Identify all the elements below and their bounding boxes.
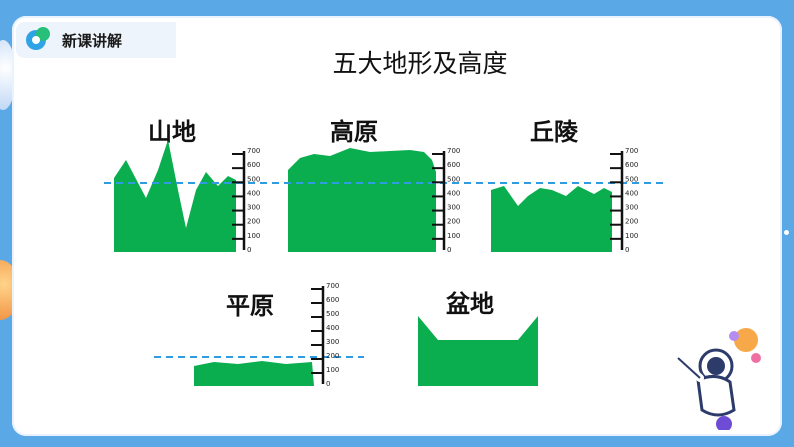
scale-tick-label: 100 bbox=[247, 232, 260, 240]
scale-tick-label: 200 bbox=[447, 218, 460, 226]
scale-mountain: 700 600 500 400 300 200 100 0 bbox=[232, 147, 260, 254]
label-mountain: 山地 bbox=[148, 118, 196, 146]
logo-icon bbox=[26, 27, 52, 53]
label-plateau: 高原 bbox=[330, 118, 378, 146]
scale-tick-label: 200 bbox=[247, 218, 260, 226]
scale-tick-label: 200 bbox=[326, 352, 339, 360]
scale-plain: 700 600 500 400 300 200 100 0 bbox=[311, 282, 339, 388]
scale-tick-label: 700 bbox=[247, 147, 260, 155]
scale-tick-label: 100 bbox=[625, 232, 638, 240]
scale-tick-label: 300 bbox=[247, 204, 260, 212]
section-tag: 新课讲解 bbox=[16, 22, 176, 58]
scale-tick-label: 600 bbox=[247, 161, 260, 169]
plain-terrain bbox=[194, 361, 314, 386]
scale-tick-label: 600 bbox=[447, 161, 460, 169]
basin-terrain bbox=[418, 316, 538, 386]
scale-tick-label: 300 bbox=[625, 204, 638, 212]
scale-tick-label: 300 bbox=[326, 338, 339, 346]
scale-tick-label: 500 bbox=[247, 175, 260, 183]
slide-title: 五大地形及高度 bbox=[332, 49, 508, 78]
scale-tick-label: 500 bbox=[326, 310, 339, 318]
plateau-terrain bbox=[288, 148, 436, 252]
scale-tick-label: 0 bbox=[625, 246, 629, 254]
scale-tick-label: 700 bbox=[326, 282, 339, 290]
label-hill: 丘陵 bbox=[530, 118, 578, 146]
scale-tick-label: 300 bbox=[447, 204, 460, 212]
scale-tick-label: 600 bbox=[326, 296, 339, 304]
scale-tick-label: 400 bbox=[326, 324, 339, 332]
scale-tick-label: 400 bbox=[247, 189, 260, 197]
scale-tick-label: 600 bbox=[625, 161, 638, 169]
label-basin: 盆地 bbox=[446, 290, 494, 318]
sparkle-decoration bbox=[784, 230, 789, 235]
label-plain: 平原 bbox=[226, 292, 274, 320]
scale-tick-label: 100 bbox=[326, 366, 339, 374]
section-tag-label: 新课讲解 bbox=[62, 31, 123, 50]
scale-tick-label: 0 bbox=[326, 380, 330, 388]
scale-tick-label: 0 bbox=[247, 246, 251, 254]
scale-tick-label: 0 bbox=[447, 246, 451, 254]
scale-tick-label: 400 bbox=[447, 189, 460, 197]
scale-tick-label: 500 bbox=[447, 175, 460, 183]
hill-terrain bbox=[491, 186, 612, 252]
scale-tick-label: 200 bbox=[625, 218, 638, 226]
mountain-terrain bbox=[114, 140, 236, 252]
scale-plateau: 700 600 500 400 300 200 100 0 bbox=[432, 147, 460, 254]
scale-tick-label: 700 bbox=[447, 147, 460, 155]
astronaut-illustration bbox=[674, 328, 761, 430]
scale-hill: 700 600 500 400 300 200 100 0 bbox=[610, 147, 638, 254]
scale-tick-label: 700 bbox=[625, 147, 638, 155]
scale-tick-label: 400 bbox=[625, 189, 638, 197]
scale-tick-label: 500 bbox=[625, 175, 638, 183]
scale-tick-label: 100 bbox=[447, 232, 460, 240]
